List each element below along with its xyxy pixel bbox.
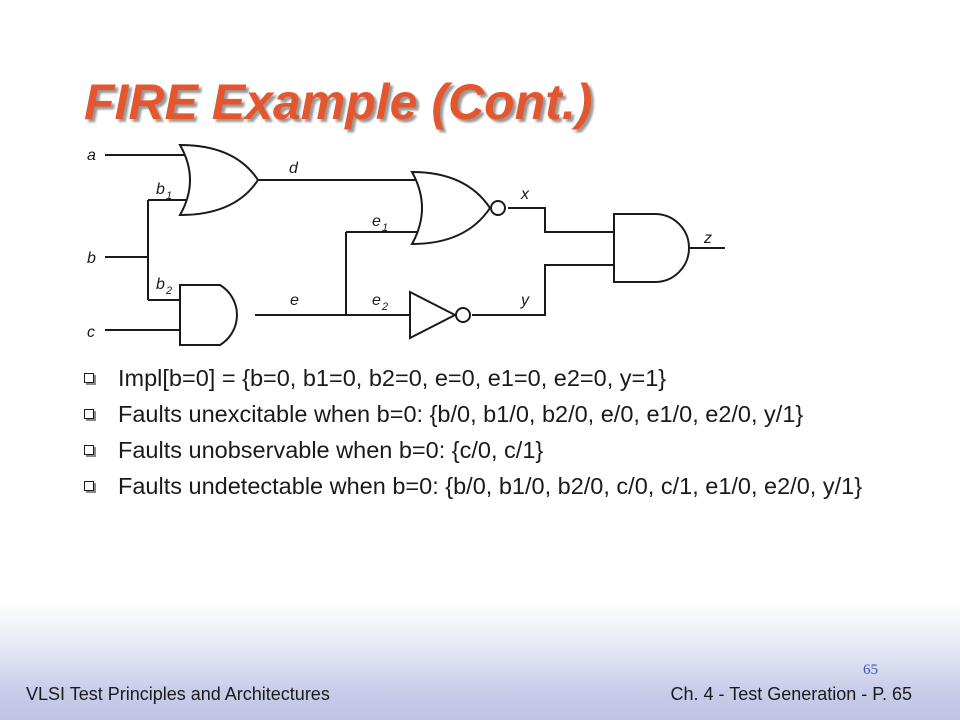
square-bullet-icon bbox=[84, 409, 94, 419]
footer-background bbox=[0, 600, 960, 720]
not-bubble bbox=[455, 307, 471, 323]
nor-bubble bbox=[490, 200, 506, 216]
and-gate-left bbox=[179, 284, 238, 346]
label-e1: e bbox=[372, 213, 381, 230]
label-e2: e bbox=[372, 292, 381, 309]
bullet-item: Faults unexcitable when b=0: {b/0, b1/0,… bbox=[84, 400, 904, 428]
label-x: x bbox=[520, 186, 530, 203]
label-d: d bbox=[289, 160, 299, 177]
label-e1-sub: 1 bbox=[382, 222, 388, 234]
label-b1-sub: 1 bbox=[166, 190, 172, 202]
nor-gate bbox=[410, 170, 492, 246]
bullet-text: Faults undetectable when b=0: {b/0, b1/0… bbox=[118, 473, 863, 499]
label-y: y bbox=[520, 292, 530, 309]
label-b2-sub: 2 bbox=[165, 285, 172, 297]
bullet-item: Faults undetectable when b=0: {b/0, b1/0… bbox=[84, 472, 904, 500]
label-e2-sub: 2 bbox=[381, 301, 388, 313]
wire-x bbox=[508, 207, 614, 233]
square-bullet-icon bbox=[84, 373, 94, 383]
bullet-text: Faults unobservable when b=0: {c/0, c/1} bbox=[118, 437, 544, 463]
or-gate bbox=[178, 143, 260, 217]
circuit-diagram: a b c b 1 b 2 d e e 1 e 2 x y z bbox=[87, 143, 725, 346]
and-gate-right bbox=[613, 213, 690, 283]
bullet-item: Faults unobservable when b=0: {c/0, c/1} bbox=[84, 436, 904, 464]
label-b2: b bbox=[156, 276, 165, 293]
label-e: e bbox=[290, 292, 299, 309]
label-b1: b bbox=[156, 181, 165, 198]
bullet-item: Impl[b=0] = {b=0, b1=0, b2=0, e=0, e1=0,… bbox=[84, 364, 904, 392]
slide-title: FIRE Example (Cont.) bbox=[84, 74, 593, 130]
wire-b bbox=[105, 200, 149, 300]
bullet-list: Impl[b=0] = {b=0, b1=0, b2=0, e=0, e1=0,… bbox=[84, 364, 904, 508]
wire-y bbox=[472, 264, 614, 316]
footer-course-title: VLSI Test Principles and Architectures bbox=[26, 684, 330, 704]
label-b: b bbox=[87, 250, 96, 267]
slide-number: 65 bbox=[863, 662, 878, 678]
footer-chapter-page: Ch. 4 - Test Generation - P. 65 bbox=[670, 684, 912, 704]
square-bullet-icon bbox=[84, 445, 94, 455]
wire-e1 bbox=[345, 231, 426, 315]
square-bullet-icon bbox=[84, 481, 94, 491]
label-a: a bbox=[87, 147, 96, 164]
bullet-text: Impl[b=0] = {b=0, b1=0, b2=0, e=0, e1=0,… bbox=[118, 365, 667, 391]
label-z: z bbox=[703, 230, 712, 247]
label-c: c bbox=[87, 324, 95, 341]
not-gate bbox=[409, 290, 458, 340]
bullet-text: Faults unexcitable when b=0: {b/0, b1/0,… bbox=[118, 401, 804, 427]
